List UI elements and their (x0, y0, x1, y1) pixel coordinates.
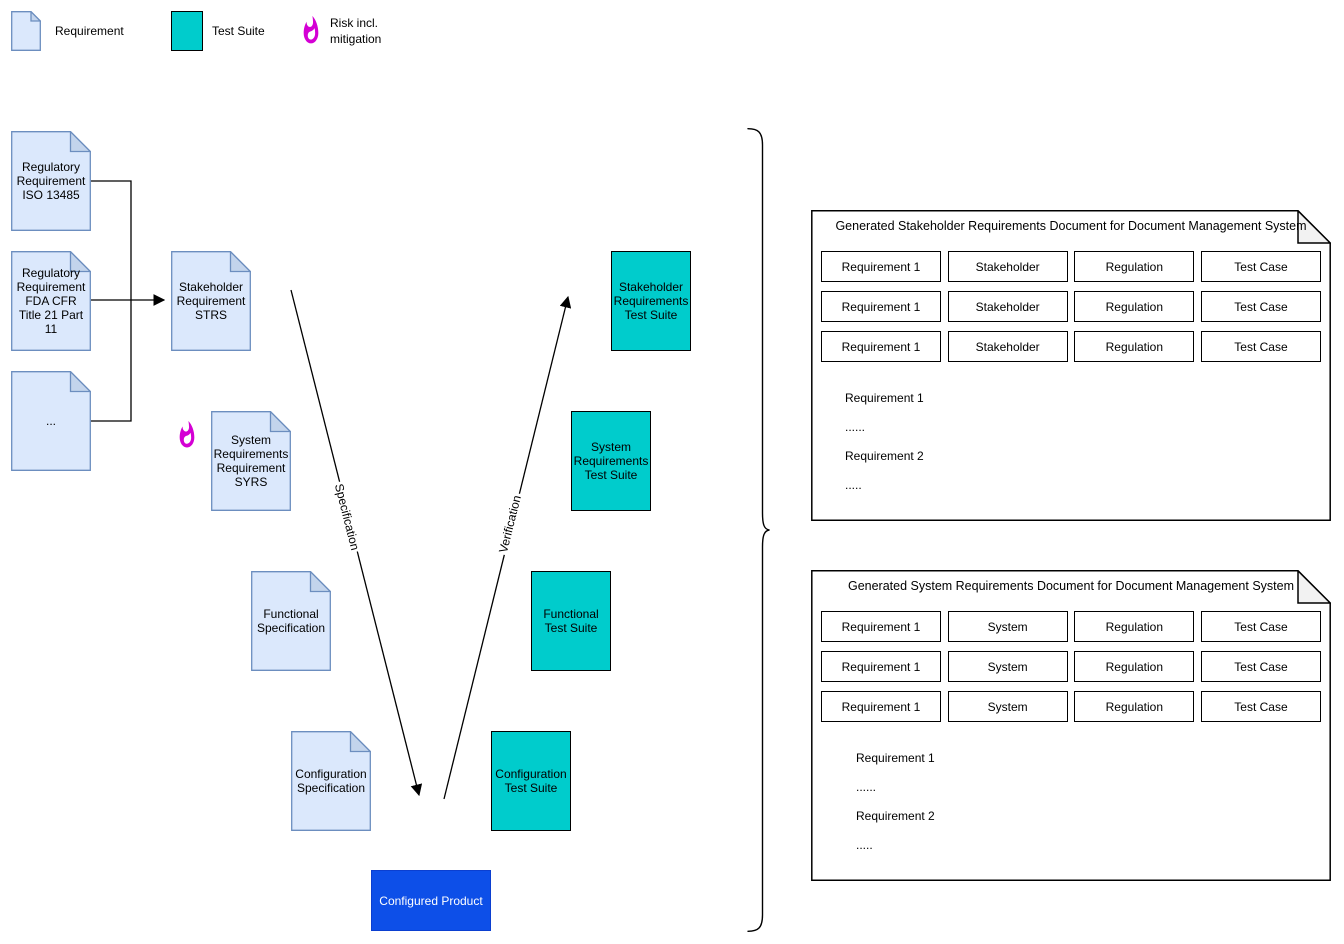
doc-label: Functional Specification (256, 607, 326, 635)
cell-test-case: Test Case (1200, 691, 1321, 722)
suite-stakeholder-requirements: Stakeholder Requirements Test Suite (611, 251, 691, 351)
cell-test-case: Test Case (1200, 331, 1321, 362)
requirement-row: Requirement 1 System Regulation Test Cas… (821, 691, 1321, 722)
document-shape (211, 411, 291, 511)
document-shape (291, 731, 371, 831)
risk-flame-icon (303, 15, 319, 44)
document-shape (11, 251, 91, 351)
verification-edge-label: Verification (495, 491, 525, 557)
cell-system: System (947, 691, 1068, 722)
curly-brace (747, 127, 770, 932)
doc-configuration-specification: Configuration Specification (291, 731, 371, 831)
cell-regulation: Regulation (1074, 691, 1195, 722)
cell-regulation: Regulation (1074, 651, 1195, 682)
body-line: Requirement 1 (845, 391, 924, 405)
document-shape (11, 131, 91, 231)
merge-connector (91, 180, 132, 422)
legend-risk-line2: mitigation (330, 32, 382, 46)
cell-requirement: Requirement 1 (821, 611, 941, 642)
cell-regulation: Regulation (1074, 331, 1195, 362)
cell-test-case: Test Case (1200, 251, 1321, 282)
body-line: ..... (845, 478, 862, 492)
risk-flame-icon-syrs (179, 420, 195, 448)
requirement-table: Requirement 1 System Regulation Test Cas… (821, 611, 1321, 731)
requirement-table: Requirement 1 Stakeholder Regulation Tes… (821, 251, 1321, 371)
body-line: Requirement 1 (856, 751, 935, 765)
document-shape (171, 251, 251, 351)
legend-risk-line1: Risk incl. (330, 16, 379, 30)
body-line: Requirement 2 (856, 809, 935, 823)
cell-test-case: Test Case (1200, 651, 1321, 682)
cell-stakeholder: Stakeholder (947, 291, 1068, 322)
cell-requirement: Requirement 1 (821, 251, 941, 282)
doc-label: ... (45, 414, 56, 428)
doc-label: Regulatory Requirement FDA CFR Title 21 … (16, 266, 86, 336)
cell-regulation: Regulation (1074, 291, 1195, 322)
panel-title: Generated Stakeholder Requirements Docum… (835, 219, 1307, 233)
test-suite-swatch-icon (171, 11, 203, 51)
legend-risk-label: Risk incl. mitigation (330, 15, 381, 47)
doc-label: Stakeholder Requirement STRS (176, 280, 246, 322)
configured-product-node: Configured Product (371, 870, 491, 931)
suite-functional: Functional Test Suite (531, 571, 611, 671)
cell-requirement: Requirement 1 (821, 331, 941, 362)
document-shape (251, 571, 331, 671)
doc-regulatory-iso13485: Regulatory Requirement ISO 13485 (11, 131, 91, 231)
cell-test-case: Test Case (1200, 291, 1321, 322)
doc-label: Configuration Specification (295, 767, 367, 795)
requirement-row: Requirement 1 Stakeholder Regulation Tes… (821, 331, 1321, 362)
specification-edge-label: Specification (331, 480, 363, 554)
body-line: Requirement 2 (845, 449, 924, 463)
suite-configuration: Configuration Test Suite (491, 731, 571, 831)
cell-system: System (947, 611, 1068, 642)
body-line: ...... (856, 780, 877, 794)
doc-system-requirements-syrs: System Requirements Requirement SYRS (211, 411, 291, 511)
panel-title: Generated System Requirements Document f… (847, 579, 1295, 593)
requirement-document-icon (11, 11, 41, 51)
cell-stakeholder: Stakeholder (947, 331, 1068, 362)
panel-document-shape (811, 570, 1331, 881)
doc-label: Regulatory Requirement ISO 13485 (16, 160, 86, 202)
cell-test-case: Test Case (1200, 611, 1321, 642)
requirement-row: Requirement 1 Stakeholder Regulation Tes… (821, 291, 1321, 322)
cell-regulation: Regulation (1074, 611, 1195, 642)
doc-stakeholder-requirement-strs: Stakeholder Requirement STRS (171, 251, 251, 351)
requirement-row: Requirement 1 System Regulation Test Cas… (821, 651, 1321, 682)
cell-requirement: Requirement 1 (821, 291, 941, 322)
cell-stakeholder: Stakeholder (947, 251, 1068, 282)
doc-functional-specification: Functional Specification (251, 571, 331, 671)
suite-system-requirements: System Requirements Test Suite (571, 411, 651, 511)
cell-regulation: Regulation (1074, 251, 1195, 282)
cell-requirement: Requirement 1 (821, 691, 941, 722)
panel-document-shape (811, 210, 1331, 521)
legend-test-suite-label: Test Suite (212, 24, 265, 38)
generated-system-requirements-panel: Generated System Requirements Document f… (811, 570, 1331, 881)
doc-regulatory-more: ... (11, 371, 91, 471)
requirement-row: Requirement 1 System Regulation Test Cas… (821, 611, 1321, 642)
cell-requirement: Requirement 1 (821, 651, 941, 682)
requirement-body-text: Requirement 1 ...... Requirement 2 ..... (856, 744, 935, 860)
document-shape (11, 371, 91, 471)
body-line: ...... (845, 420, 866, 434)
requirement-body-text: Requirement 1 ...... Requirement 2 ..... (845, 384, 924, 500)
doc-regulatory-fda-cfr: Regulatory Requirement FDA CFR Title 21 … (11, 251, 91, 351)
cell-system: System (947, 651, 1068, 682)
doc-label: System Requirements Requirement SYRS (213, 433, 289, 489)
requirement-row: Requirement 1 Stakeholder Regulation Tes… (821, 251, 1321, 282)
legend-requirement-label: Requirement (55, 24, 124, 38)
generated-stakeholder-requirements-panel: Generated Stakeholder Requirements Docum… (811, 210, 1331, 521)
body-line: ..... (856, 838, 873, 852)
